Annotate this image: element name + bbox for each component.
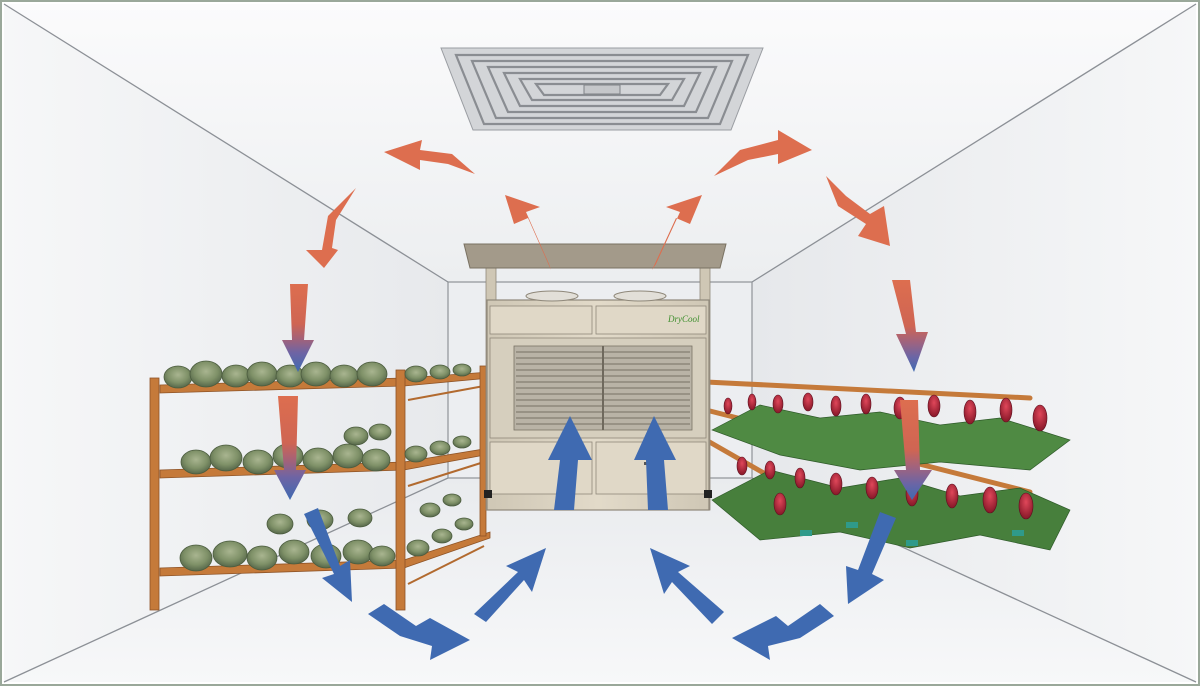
left-wall [4,4,448,682]
ceiling-diffuser-icon [440,47,764,131]
ceiling [4,4,1196,282]
return-air-arrow [274,396,306,500]
warm-air-arrow [652,130,890,270]
return-air-arrow [846,512,896,604]
return-air-arrow [894,400,932,500]
unit-roof [463,243,727,269]
return-air-arrow [304,508,352,602]
return-air-arrow [892,280,928,372]
fan-icon [525,290,667,302]
return-air-arrow [282,284,314,372]
bromeliad-rack [703,379,1071,551]
warm-air-arrow [306,140,551,270]
dehumidifier-unit: DryCool [463,243,727,511]
floor [4,478,1196,682]
brand-label: DryCool [667,314,700,324]
cool-air-arrow [368,416,834,660]
airflow-arrows [274,130,932,660]
